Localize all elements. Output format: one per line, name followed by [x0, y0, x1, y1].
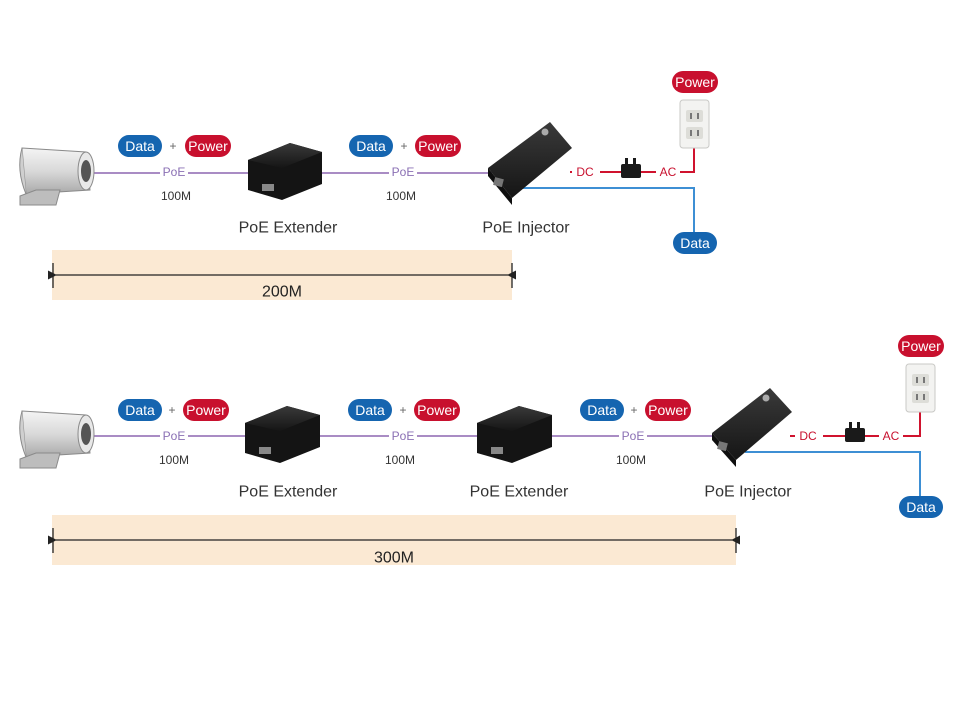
power-adapter-icon: [621, 158, 641, 178]
plus-sign: +: [630, 403, 637, 417]
distance-label: 300M: [374, 550, 414, 567]
power-adapter-icon: [845, 422, 865, 442]
data-badge-label: Data: [356, 138, 386, 154]
poe-label: PoE: [163, 429, 186, 443]
data-badge: [580, 399, 624, 421]
speed-label: 100M: [386, 189, 416, 203]
poe-label: PoE: [622, 429, 645, 443]
wall-outlet-icon: [679, 99, 710, 149]
dc-label: DC: [799, 429, 817, 443]
diagram-top: 200M Data + Power Data + Power: [19, 71, 718, 301]
distance-label: 200M: [262, 284, 302, 301]
power-badge-label: Power: [188, 138, 228, 154]
extender-label: PoE Extender: [470, 484, 569, 501]
power-badge-label: Power: [675, 74, 715, 90]
power-badge: [672, 71, 718, 93]
data-cable: [745, 451, 921, 496]
data-badge: [118, 399, 162, 421]
plus-sign: +: [168, 403, 175, 417]
plus-sign: +: [169, 139, 176, 153]
data-badge-label: Data: [680, 235, 710, 251]
speed-label: 100M: [159, 453, 189, 467]
power-badge: [183, 399, 229, 421]
poe-label: PoE: [392, 429, 415, 443]
extender-label: PoE Extender: [239, 484, 338, 501]
dc-label: DC: [576, 165, 594, 179]
power-badge-label: Power: [648, 402, 688, 418]
data-badge-label: Data: [906, 499, 936, 515]
plus-sign: +: [400, 139, 407, 153]
data-badge-label: Data: [125, 402, 155, 418]
data-badge: [118, 135, 162, 157]
poe-extender-icon: [245, 406, 320, 463]
plus-sign: +: [399, 403, 406, 417]
wall-outlet-icon: [905, 363, 936, 413]
poe-injector-icon: [712, 388, 792, 467]
extender-label: PoE Extender: [239, 220, 338, 237]
ac-label: AC: [883, 429, 900, 443]
data-cable: [520, 187, 695, 233]
power-badge-label: Power: [418, 138, 458, 154]
ip-camera-icon: [19, 410, 95, 469]
injector-label: PoE Injector: [482, 220, 570, 237]
data-badge-label: Data: [587, 402, 617, 418]
ac-label: AC: [660, 165, 677, 179]
data-badge: [349, 135, 393, 157]
poe-label: PoE: [163, 165, 186, 179]
power-badge: [415, 135, 461, 157]
speed-label: 100M: [161, 189, 191, 203]
power-badge: [185, 135, 231, 157]
power-badge: [414, 399, 460, 421]
power-cable: [570, 148, 695, 173]
data-badge: [348, 399, 392, 421]
speed-label: 100M: [616, 453, 646, 467]
power-cable: [790, 412, 921, 437]
data-badge: [899, 496, 943, 518]
poe-injector-icon: [488, 122, 572, 205]
power-badge: [645, 399, 691, 421]
power-badge-label: Power: [417, 402, 457, 418]
diagram-bottom: 300M Data + Power: [19, 335, 944, 567]
power-badge: [898, 335, 944, 357]
injector-label: PoE Injector: [704, 484, 792, 501]
speed-label: 100M: [385, 453, 415, 467]
poe-label: PoE: [392, 165, 415, 179]
data-badge-label: Data: [125, 138, 155, 154]
poe-extender-icon: [477, 406, 552, 463]
data-badge: [673, 232, 717, 254]
ip-camera-icon: [19, 147, 95, 206]
power-badge-label: Power: [186, 402, 226, 418]
power-badge-label: Power: [901, 338, 941, 354]
data-badge-label: Data: [355, 402, 385, 418]
poe-extender-icon: [248, 143, 322, 200]
